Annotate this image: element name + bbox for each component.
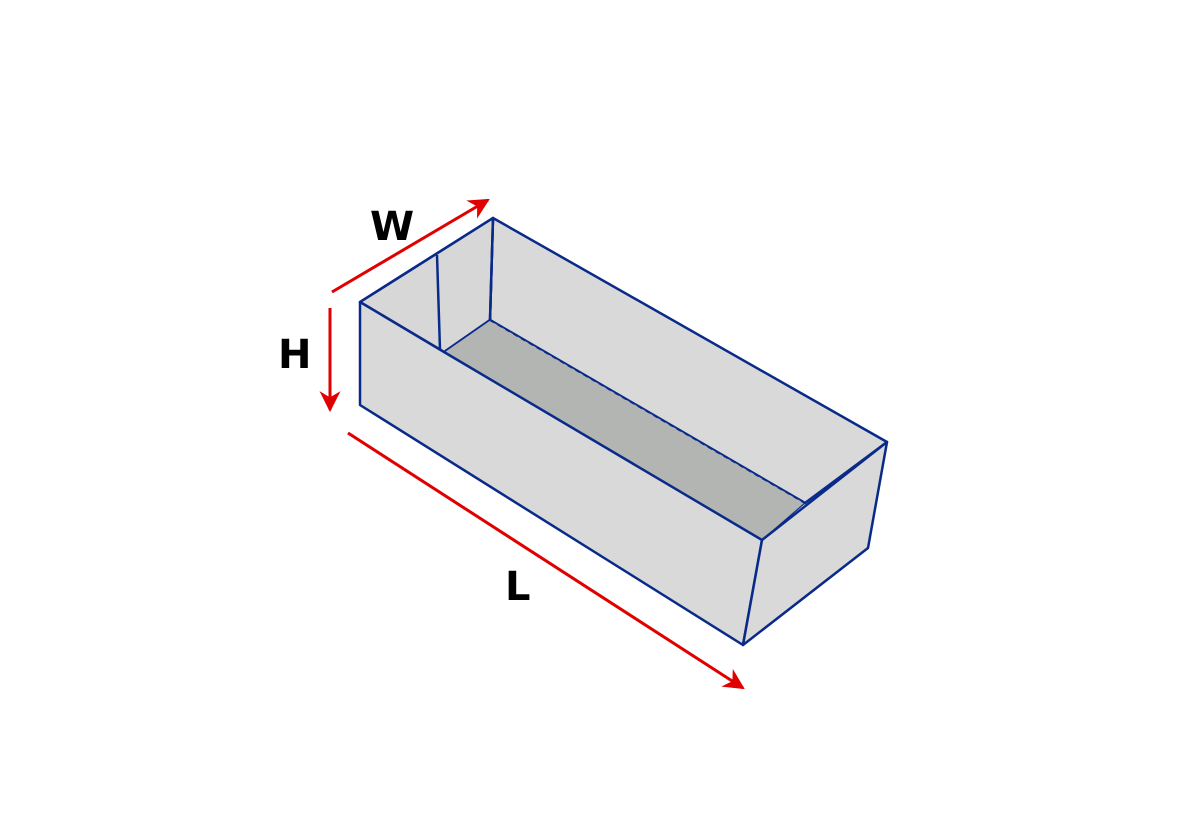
height-label: H bbox=[278, 332, 311, 378]
width-arrow bbox=[331, 198, 490, 294]
left-top-edge bbox=[359, 216, 494, 304]
width-label: W bbox=[370, 204, 414, 250]
floor-back-dashed-edge bbox=[489, 319, 806, 504]
right-end-wall bbox=[741, 440, 889, 647]
length-label: L bbox=[505, 564, 531, 610]
divider-edge bbox=[435, 254, 442, 351]
back-left-corner-edge bbox=[488, 217, 495, 321]
length-arrow bbox=[347, 431, 745, 690]
